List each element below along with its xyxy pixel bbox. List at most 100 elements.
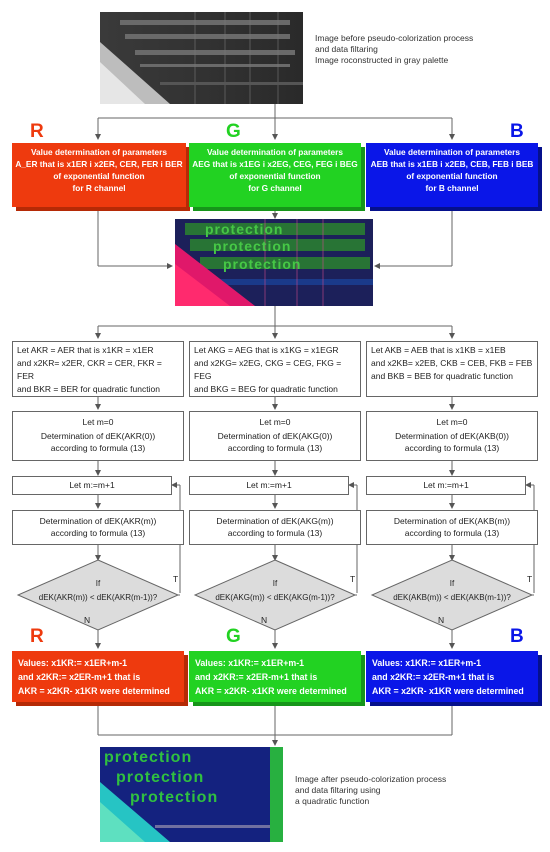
branch-yes-b: T [527,574,533,584]
note-bottom: Image after pseudo-colorization process … [295,774,535,807]
values-line: AKR = x2KR- x1KR were determined [18,686,170,696]
param-line: of exponential function [229,171,321,181]
branch-no-r: N [84,615,91,625]
increment-box-r: Let m:=m+1 [12,476,172,495]
let-line: and x2KB= x2EB, CKB = CEB, FKB = FEB [371,358,533,368]
init-line: according to formula (13) [227,443,323,453]
channel-letter-g-lower: G [226,626,241,647]
decision-text-r: If dEK(AKR(m)) < dEK(AKR(m-1))? [22,578,174,603]
determination-box-b: Determination of dEK(AKB(m)) according t… [366,510,538,545]
param-line: Value determination of parameters [383,147,521,157]
decision-diamond-r [16,559,180,631]
values-line: Values: x1KR:= x1ER+m-1 [195,658,305,668]
values-box-g: Values: x1KR:= x1ER+m-1 and x2KR:= x2ER-… [189,651,361,702]
init-line: according to formula (13) [50,443,146,453]
param-box-b: Value determination of parameters AEB th… [366,143,538,207]
param-line: of exponential function [406,171,498,181]
note-top-line: Image roconstructed in gray palette [315,55,449,65]
note-top: Image before pseudo-colorization process… [315,33,545,66]
source-image-grayscale [100,12,303,104]
note-top-line: and data filtaring [315,44,378,54]
param-line: for B channel [425,183,479,193]
mid-word: protection [205,221,284,237]
values-line: AKR = x2KR- x1KR were determined [372,686,524,696]
decision-text-b: If dEK(AKB(m)) < dEK(AKB(m-1))? [376,578,528,603]
values-line: and x2KR:= x2ER-m+1 that is [195,672,318,682]
param-line: AEG that is x1EG i x2EG, CEG, FEG i BEG [192,159,358,169]
branch-no-g: N [261,615,268,625]
note-top-line: Image before pseudo-colorization process [315,33,474,43]
param-line: of exponential function [53,171,145,181]
increment-box-b: Let m:=m+1 [366,476,526,495]
param-line: for R channel [72,183,126,193]
init-line: Let m=0 [259,417,291,427]
decision-diamond-g [193,559,357,631]
let-line: and BKG = BEG for quadratic function [194,384,338,394]
values-line: Values: x1KR:= x1ER+m-1 [18,658,128,668]
det-line: Determination of dEK(AKG(m)) [216,516,334,526]
param-box-g: Value determination of parameters AEG th… [189,143,361,207]
pseudocolor-image-result: protection protection protection [100,747,283,842]
cond-line: If [449,579,455,588]
init-box-g: Let m=0 Determination of dEK(AKG(0)) acc… [189,411,361,461]
init-box-r: Let m=0 Determination of dEK(AKR(0)) acc… [12,411,184,461]
increment-box-g: Let m:=m+1 [189,476,349,495]
decision-diamond-b [370,559,534,631]
cond-line: If [95,579,101,588]
cond-line: dEK(AKB(m)) < dEK(AKB(m-1))? [393,593,511,602]
let-line: Let AKG = AEG that is x1KG = x1EGR [194,345,339,355]
decision-text-g: If dEK(AKG(m)) < dEK(AKG(m-1))? [199,578,351,603]
determination-box-g: Determination of dEK(AKG(m)) according t… [189,510,361,545]
init-line: according to formula (13) [404,443,500,453]
channel-letter-b: B [510,121,524,142]
note-bottom-line: and data filtaring using [295,785,381,795]
branch-yes-r: T [173,574,179,584]
values-line: and x2KR:= x2ER-m+1 that is [18,672,141,682]
values-line: Values: x1KR:= x1ER+m-1 [372,658,482,668]
param-line: Value determination of parameters [30,147,168,157]
branch-yes-g: T [350,574,356,584]
bottom-word: protection [130,789,219,806]
param-line: A_ER that is x1ER i x2ER, CER, FER i BER [15,159,183,169]
cond-line: dEK(AKG(m)) < dEK(AKG(m-1))? [215,593,335,602]
channel-letter-g: G [226,121,241,142]
let-box-r: Let AKR = AER that is x1KR = x1ER and x2… [12,341,184,397]
determination-box-r: Determination of dEK(AKR(m)) according t… [12,510,184,545]
let-box-b: Let AKB = AEB that is x1KB = x1EB and x2… [366,341,538,397]
branch-no-b: N [438,615,445,625]
let-line: and x2KG= x2EG, CKG = CEG, FKG = FEG [194,358,342,381]
init-line: Let m=0 [436,417,468,427]
bottom-word: protection [104,749,193,766]
init-box-b: Let m=0 Determination of dEK(AKB(0)) acc… [366,411,538,461]
let-line: Let AKB = AEB that is x1KB = x1EB [371,345,506,355]
let-box-g: Let AKG = AEG that is x1KG = x1EGR and x… [189,341,361,397]
let-line: Let AKR = AER that is x1KR = x1ER [17,345,154,355]
let-line: and BKR = BER for quadratic function [17,384,160,394]
det-line: Determination of dEK(AKR(m)) [39,516,157,526]
det-line: according to formula (13) [227,528,323,538]
bottom-word: protection [116,769,205,786]
det-line: according to formula (13) [50,528,146,538]
param-line: for G channel [248,183,302,193]
init-line: Determination of dEK(AKR(0)) [40,431,156,441]
let-line: and x2KR= x2ER, CKR = CER, FKR = FER [17,358,162,381]
cond-line: If [272,579,278,588]
values-box-b: Values: x1KR:= x1ER+m-1 and x2KR:= x2ER-… [366,651,538,702]
pseudocolor-image-intermediate: protection protection protection [175,219,373,306]
det-line: according to formula (13) [404,528,500,538]
det-line: Determination of dEK(AKB(m)) [393,516,511,526]
init-line: Let m=0 [82,417,114,427]
init-line: Determination of dEK(AKG(0)) [217,431,333,441]
values-line: AKR = x2KR- x1KR were determined [195,686,347,696]
values-line: and x2KR:= x2ER-m+1 that is [372,672,495,682]
channel-letter-r: R [30,121,44,142]
channel-letter-r-lower: R [30,626,44,647]
let-line: and BKB = BEB for quadratic function [371,371,513,381]
mid-word: protection [213,238,292,254]
param-line: Value determination of parameters [206,147,344,157]
channel-letter-b-lower: B [510,626,524,647]
note-bottom-line: a quadratic function [295,796,370,806]
init-line: Determination of dEK(AKB(0)) [395,431,509,441]
